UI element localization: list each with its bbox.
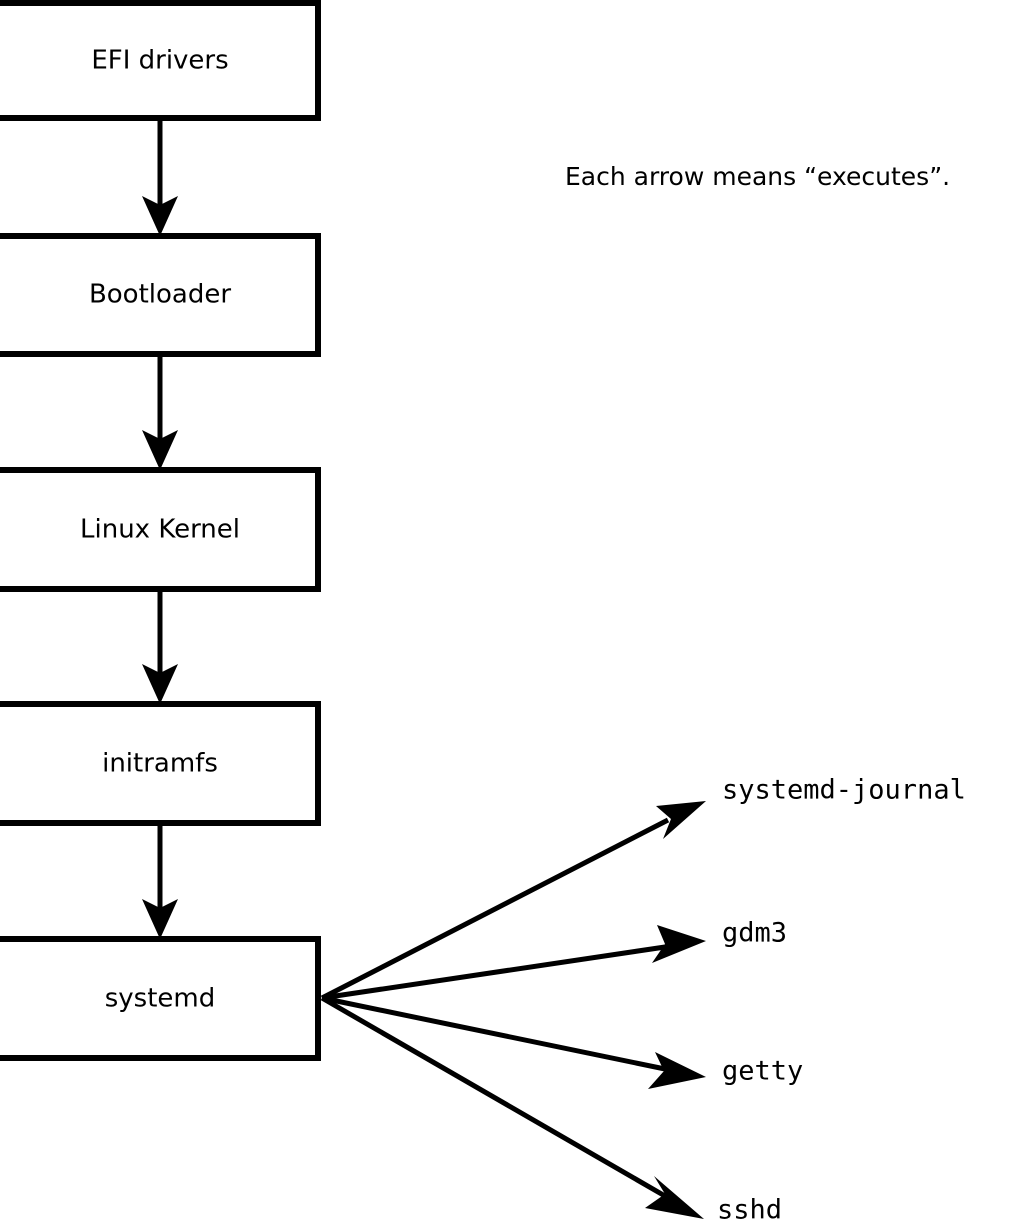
stage-box-rect: [0, 936, 321, 1061]
arrow-shaft: [320, 817, 670, 1001]
stage-box-bootloader[interactable]: Bootloader: [0, 233, 321, 357]
service-label-sshd: sshd: [717, 1195, 782, 1226]
arrow-shaft: [321, 944, 666, 1001]
stage-box-rect: [0, 0, 321, 121]
flow-arrows-group: [142, 118, 178, 939]
stage-box-rect: [0, 233, 321, 357]
stage-box-linux-kernel[interactable]: Linux Kernel: [0, 467, 321, 592]
fanout-arrow-gdm3: [321, 925, 706, 1001]
flow-arrow-initramfs-to-systemd: [142, 823, 178, 939]
arrow-head-icon: [648, 1052, 706, 1089]
stage-box-rect: [0, 467, 321, 592]
boot-chain-group: EFI drivers Bootloader Linux Kernel init…: [0, 0, 321, 1061]
service-fanout-group: [320, 801, 706, 1219]
stage-label: EFI drivers: [91, 46, 228, 76]
stage-label: Bootloader: [89, 280, 231, 310]
arrow-shaft: [320, 995, 667, 1199]
stage-label: Linux Kernel: [80, 515, 240, 545]
arrow-head-icon: [142, 196, 178, 236]
stage-label: systemd: [105, 984, 216, 1014]
arrow-head-icon: [142, 664, 178, 704]
service-label-gdm3: gdm3: [722, 918, 787, 949]
arrow-head-icon: [142, 430, 178, 470]
legend-caption: Each arrow means “executes”.: [565, 162, 950, 191]
flow-arrow-efi-to-bootloader: [142, 118, 178, 236]
arrow-shaft: [321, 995, 666, 1072]
service-label-systemd-journal: systemd-journal: [722, 775, 966, 806]
fanout-arrow-systemd-journal: [320, 801, 706, 1001]
service-labels-group: systemd-journal gdm3 getty sshd: [717, 775, 966, 1226]
stage-box-efi-drivers[interactable]: EFI drivers: [0, 0, 321, 121]
arrow-head-icon: [142, 899, 178, 939]
stage-box-systemd[interactable]: systemd: [0, 936, 321, 1061]
arrow-head-icon: [645, 1176, 704, 1219]
arrow-head-icon: [652, 925, 706, 963]
flow-arrow-kernel-to-initramfs: [142, 589, 178, 704]
flow-arrow-bootloader-to-kernel: [142, 354, 178, 470]
arrow-head-icon: [656, 801, 706, 839]
fanout-arrow-sshd: [320, 995, 704, 1219]
fanout-arrow-getty: [321, 995, 706, 1089]
stage-label: initramfs: [102, 749, 218, 779]
stage-box-initramfs[interactable]: initramfs: [0, 701, 321, 826]
service-label-getty: getty: [722, 1056, 803, 1087]
